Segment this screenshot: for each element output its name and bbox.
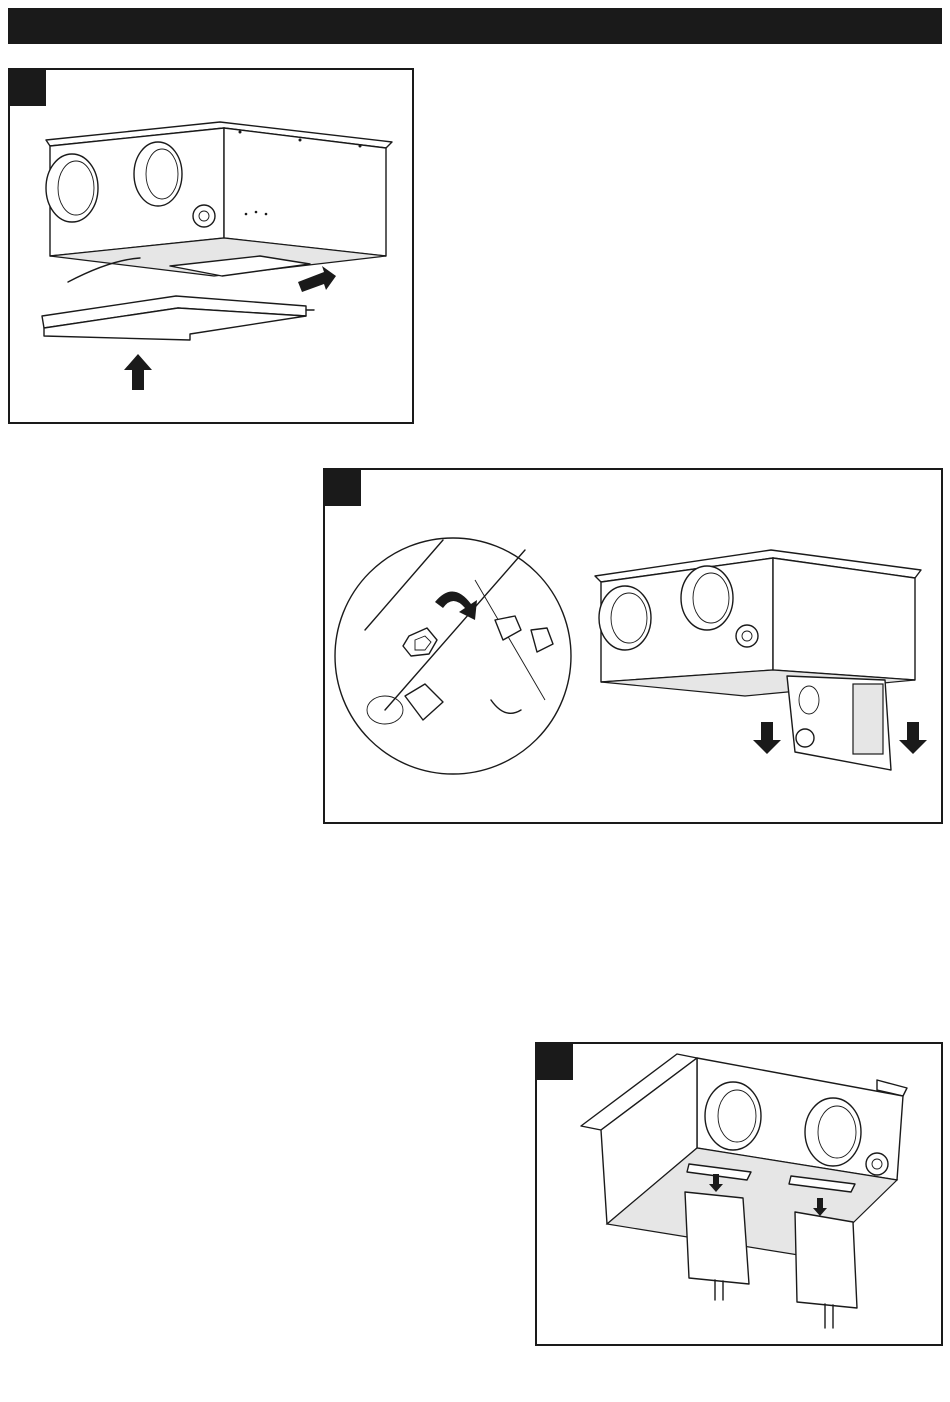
filter-icon <box>537 1044 941 1344</box>
figure-2-lower-electrical-box <box>323 468 943 824</box>
figure-3-remove-filters <box>535 1042 943 1346</box>
electrical-box-icon <box>325 470 941 822</box>
magnified-screw-detail-icon <box>335 538 571 774</box>
header-bar <box>8 8 942 44</box>
unit-housing-icon <box>10 70 412 422</box>
figure-1-remove-access-panel <box>8 68 414 424</box>
